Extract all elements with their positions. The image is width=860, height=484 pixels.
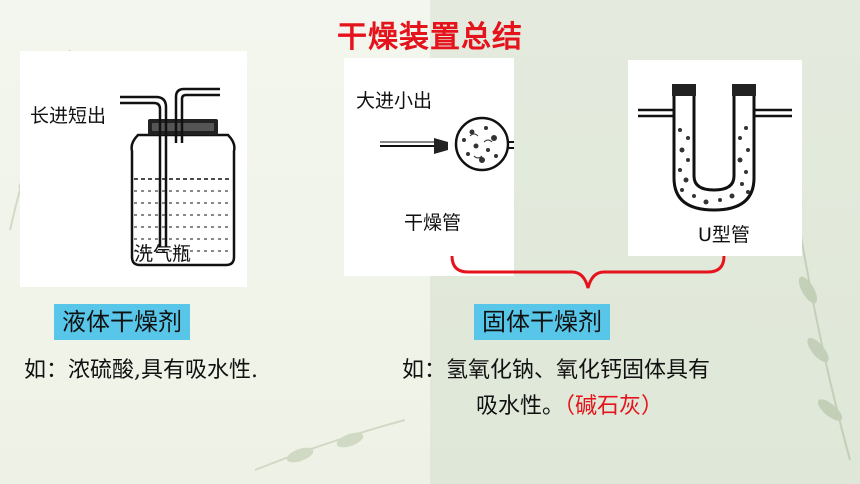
wash-bottle-icon	[120, 87, 236, 267]
liquid-desiccant-badge: 液体干燥剂	[54, 304, 190, 340]
u-tube-figure: U型管	[628, 60, 802, 256]
u-tube-name-label: U型管	[698, 224, 750, 246]
drying-tube-note-label: 大进小出	[356, 90, 433, 112]
solid-desiccant-description-line1: 如：氢氧化钠、氧化钙固体具有	[402, 358, 711, 383]
leaf-decoration-icon	[798, 229, 851, 461]
solid-desiccant-description-line2: 吸水性。（碱石灰）	[476, 388, 663, 420]
drying-tube-name-label: 干燥管	[404, 212, 462, 234]
wash-bottle-note-label: 长进短出	[30, 105, 107, 127]
leaf-decoration-icon	[254, 419, 406, 471]
page-title: 干燥装置总结	[337, 20, 523, 55]
soda-lime-note: （碱石灰）	[564, 394, 664, 419]
u-tube-icon	[638, 84, 792, 212]
wash-bottle-name-label: 洗气瓶	[134, 243, 192, 265]
drying-tube-icon	[380, 116, 514, 172]
drying-tube-figure: 大进小出 干燥管	[344, 58, 514, 276]
liquid-desiccant-description: 如：浓硫酸,具有吸水性.	[24, 358, 258, 383]
wash-bottle-figure: 长进短出 洗气瓶	[20, 51, 247, 287]
brace-icon	[450, 255, 726, 289]
solid-desiccant-description-text: 吸水性。	[476, 394, 565, 419]
solid-desiccant-badge: 固体干燥剂	[474, 304, 610, 340]
